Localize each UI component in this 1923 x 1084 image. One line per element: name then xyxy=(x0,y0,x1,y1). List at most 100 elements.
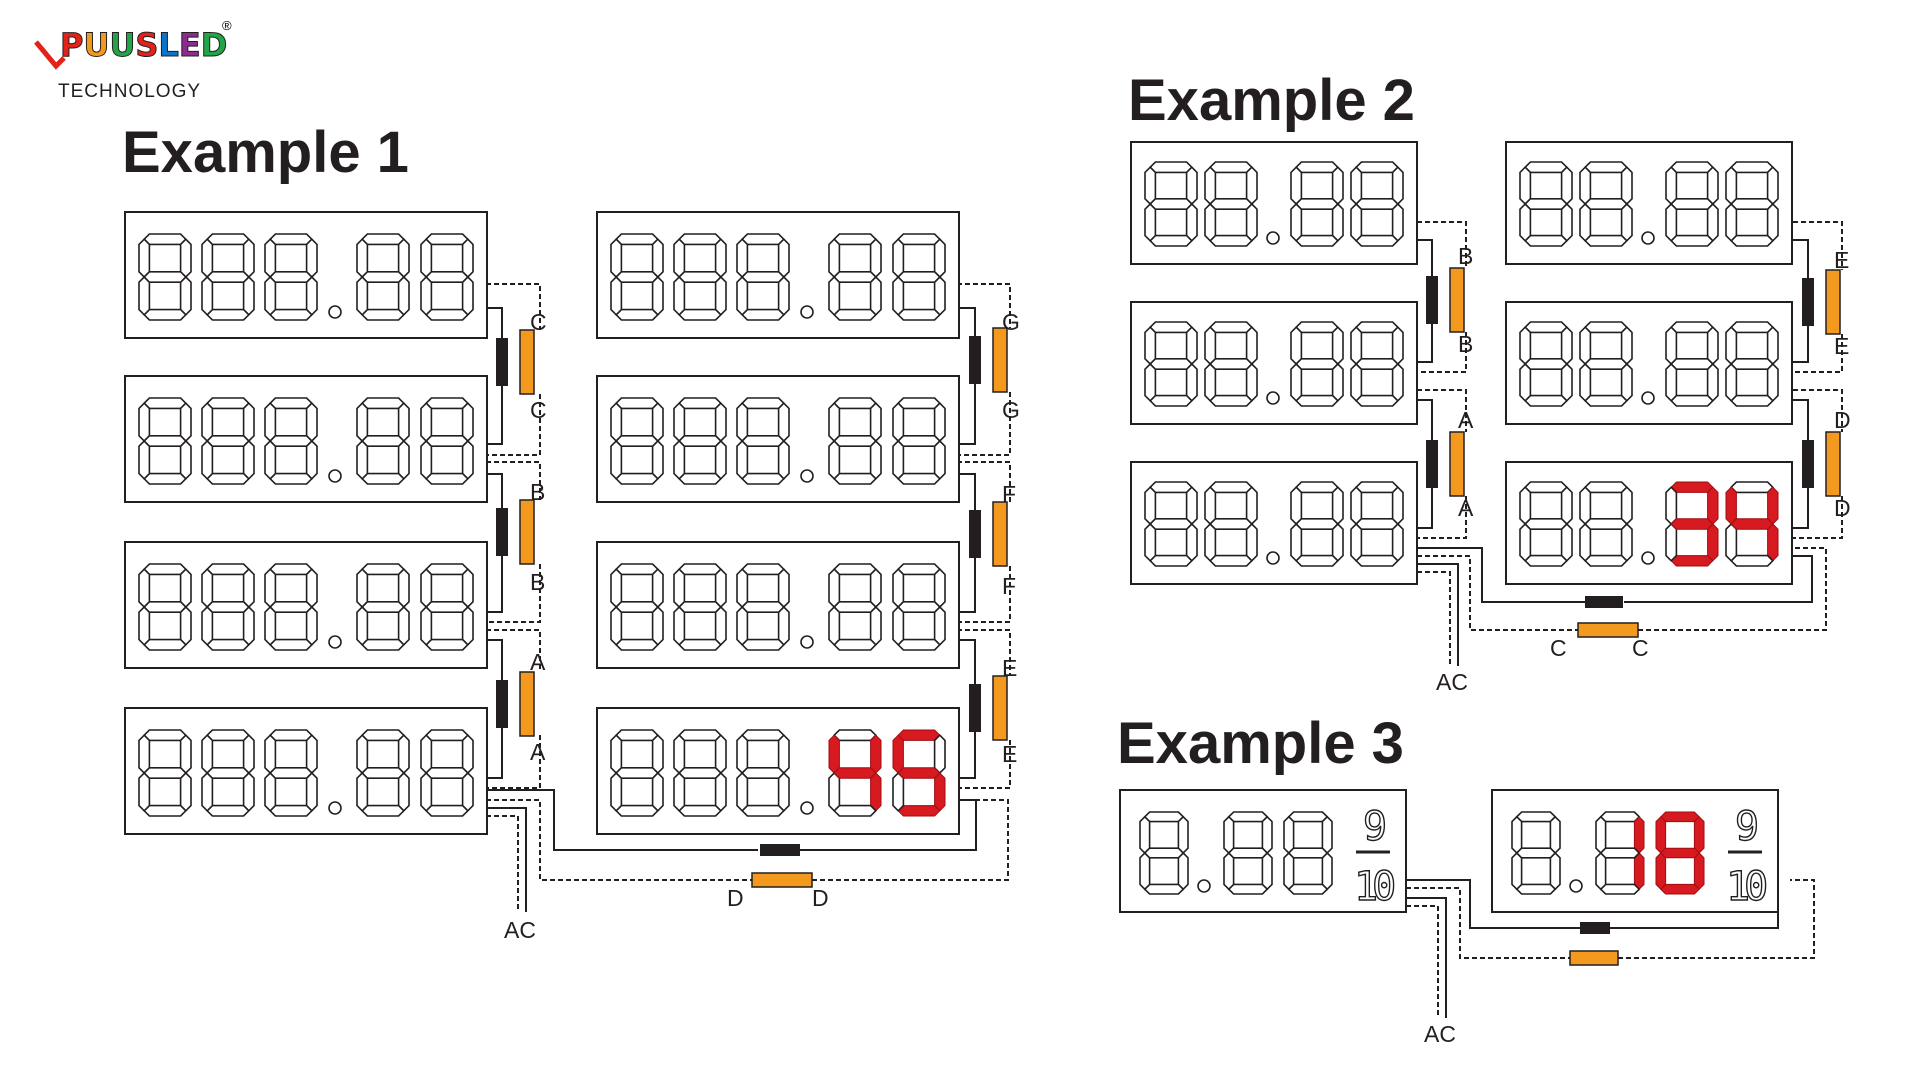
digit-segment-c xyxy=(1185,362,1198,402)
digit-segment-a xyxy=(1209,321,1253,334)
digit-segment-b xyxy=(1245,166,1258,206)
digit-segment-c xyxy=(1707,523,1719,562)
digit-segment-d xyxy=(206,308,250,321)
digit-segment-a xyxy=(615,729,659,742)
digit-segment-e xyxy=(736,439,749,480)
digit-segment-d xyxy=(741,472,785,485)
digit-segment-b xyxy=(461,734,474,775)
digit-segment-e xyxy=(1595,851,1607,891)
digit-segment-f xyxy=(892,402,905,443)
seven-segment-digit xyxy=(1204,321,1258,407)
digit-segment-f xyxy=(1139,815,1151,855)
digit-segment-a xyxy=(361,233,405,246)
digit-segment-g xyxy=(1584,517,1628,531)
digit-segment-d xyxy=(833,308,877,321)
digit-segment-a xyxy=(1287,811,1329,823)
digit-segment-b xyxy=(1185,326,1198,366)
wire-connector xyxy=(496,499,535,565)
digit-segment-c xyxy=(1245,362,1258,402)
digit-segment-a xyxy=(897,563,941,576)
digit-segment-c xyxy=(397,771,410,812)
digit-segment-e xyxy=(1519,202,1532,242)
example2-wire-label: C xyxy=(1550,635,1567,661)
digit-segment-c xyxy=(1693,852,1705,890)
digit-segment-e xyxy=(673,439,686,480)
seven-segment-digit xyxy=(138,397,192,485)
digit-segment-b xyxy=(869,568,882,609)
digit-segment-c xyxy=(461,439,474,480)
digit-segment-b xyxy=(777,568,790,609)
digit-segment-b xyxy=(1185,486,1198,526)
digit-segment-c xyxy=(714,275,727,316)
digit-segment-d xyxy=(361,804,405,817)
wire-connector xyxy=(1577,596,1639,638)
digit-segment-f xyxy=(1223,815,1235,855)
display-panel xyxy=(1505,461,1793,585)
display-panel: 910 xyxy=(1119,789,1407,913)
seven-segment-digit xyxy=(420,729,474,817)
digit-segment-d xyxy=(1670,394,1714,407)
digit-segment-a xyxy=(425,729,469,742)
digit-segment-e xyxy=(610,771,623,812)
display-panel xyxy=(1130,301,1418,425)
digit-segment-d xyxy=(269,308,313,321)
digit-segment-f xyxy=(1579,326,1592,366)
digit-segment-b xyxy=(1261,815,1273,855)
decimal-point xyxy=(1266,551,1280,565)
example2-ac-label: AC xyxy=(1436,669,1468,695)
digit-segment-e xyxy=(1655,852,1667,890)
digit-segment-g xyxy=(741,270,785,284)
digit-segment-d xyxy=(741,638,785,651)
seven-segment-digit xyxy=(138,563,192,651)
digit-segment-g xyxy=(1355,357,1399,371)
digit-segment-g xyxy=(361,270,405,284)
seven-segment-digit xyxy=(1223,811,1273,895)
seven-segment-digit xyxy=(1665,161,1719,247)
logo-wordmark: PUUSLED xyxy=(60,26,227,64)
digit-segment-e xyxy=(1283,851,1295,891)
digit-segment-d xyxy=(206,638,250,651)
example1-wire-label: D xyxy=(812,885,829,911)
example2-wire-label: C xyxy=(1632,635,1649,661)
seven-segment-digit xyxy=(1595,811,1645,895)
digit-segment-g xyxy=(1670,198,1714,210)
digit-segment-b xyxy=(1185,166,1198,206)
digit-segment-c xyxy=(461,605,474,646)
digit-segment-g xyxy=(678,434,722,448)
digit-segment-f xyxy=(420,402,433,443)
seven-segment-digit xyxy=(1290,161,1344,247)
digit-segment-a xyxy=(678,397,722,410)
digit-segment-d xyxy=(206,804,250,817)
digit-segment-g xyxy=(425,600,469,614)
digit-segment-c xyxy=(869,605,882,646)
digit-segment-e xyxy=(828,605,841,646)
digit-segment-b xyxy=(305,568,318,609)
digit-segment-b xyxy=(1767,486,1779,525)
digit-segment-f xyxy=(1725,486,1737,525)
digit-segment-d xyxy=(269,472,313,485)
digit-segment-d xyxy=(1599,883,1641,895)
decimal-point xyxy=(1641,231,1655,245)
example1-wire-label: G xyxy=(1002,397,1020,423)
digit-segment-c xyxy=(242,439,255,480)
digit-segment-g xyxy=(1209,517,1253,531)
digit-segment-d xyxy=(897,472,941,485)
digit-segment-b xyxy=(1766,326,1779,366)
digit-segment-a xyxy=(833,729,877,742)
seven-segment-digit xyxy=(1579,321,1633,407)
wire-connector xyxy=(496,329,535,395)
digit-segment-e xyxy=(673,771,686,812)
digit-segment-e xyxy=(264,275,277,316)
digit-segment-e xyxy=(736,771,749,812)
digit-segment-f xyxy=(356,734,369,775)
digit-segment-g xyxy=(615,270,659,284)
digit-segment-b xyxy=(651,238,664,279)
digit-segment-c xyxy=(933,275,946,316)
digit-segment-f xyxy=(892,238,905,279)
digit-segment-c xyxy=(1391,522,1404,562)
digit-segment-e xyxy=(138,771,151,812)
digit-segment-b xyxy=(651,734,664,775)
seven-segment-digit xyxy=(736,233,790,321)
digit-segment-c xyxy=(777,605,790,646)
digit-segment-d xyxy=(1515,883,1557,895)
